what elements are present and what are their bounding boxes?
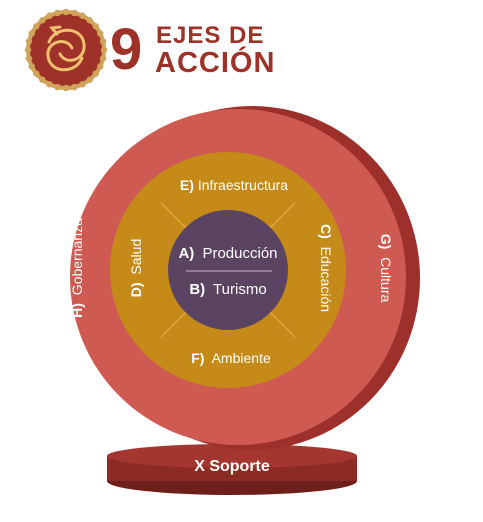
seal-scallop (25, 55, 33, 62)
swirl-icon (46, 25, 86, 72)
letter-g: G) (378, 234, 394, 250)
name-ambiente: Ambiente (212, 350, 271, 366)
logo-badge (24, 8, 108, 92)
seal-scallop (33, 23, 40, 30)
title-line-1: EJES DE (156, 22, 264, 49)
name-cultura: Cultura (378, 257, 394, 302)
letter-c: C) (318, 224, 334, 239)
seal-scallop (54, 9, 61, 17)
seal-scallop (100, 46, 108, 54)
name-turismo: Turismo (213, 281, 267, 298)
seal-scallop (71, 83, 78, 91)
name-salud: Salud (128, 239, 144, 275)
seal-scallop (62, 84, 70, 92)
base-plate (107, 444, 357, 495)
seal-scallop (33, 70, 40, 77)
seal-scallop (28, 63, 35, 70)
seal-scallop (54, 83, 61, 91)
outer-label-h: H) Gobernanza (69, 218, 85, 318)
seal-scallop (46, 12, 53, 19)
middle-label-c: C) Educación (318, 224, 334, 312)
letter-a: A) (178, 245, 194, 262)
seal-scallop (92, 23, 99, 30)
title-number: 9 (110, 17, 142, 82)
letter-b: B) (189, 281, 205, 298)
seal-scallop (79, 81, 86, 88)
seal-scallop (62, 8, 70, 16)
letter-f: F) (191, 350, 204, 366)
seal-scallop (24, 46, 32, 54)
seal-icon (24, 8, 108, 92)
seal-scallop (39, 17, 46, 24)
seal-scallop (25, 38, 33, 45)
seal-scallop (28, 30, 35, 37)
letter-h: H) (69, 303, 85, 318)
seal-scallop (92, 70, 99, 77)
name-educacion: Educación (318, 247, 334, 312)
outer-label-g: G) Cultura (378, 234, 394, 303)
seal-scallop (39, 76, 46, 83)
middle-label-d: D) Salud (128, 239, 144, 297)
middle-label-e: E) Infraestructura (180, 177, 288, 193)
seal-scallop (97, 30, 104, 37)
base-label: X Soporte (194, 458, 270, 475)
seal-scallop (71, 9, 78, 17)
seal-scallop (99, 38, 107, 45)
name-gobernanza: Gobernanza (69, 218, 85, 295)
center-circle (168, 210, 288, 330)
seal-scallop (86, 76, 93, 83)
center-label-bottom: B) Turismo (189, 281, 266, 298)
seal-scallop (46, 81, 53, 88)
seal-scallop (86, 17, 93, 24)
center-label-top: A) Producción (178, 245, 277, 262)
name-infraestructura: Infraestructura (198, 177, 288, 193)
title-line-2: ACCIÓN (155, 45, 275, 79)
seal-scallop (79, 12, 86, 19)
seal-scallop (97, 63, 104, 70)
letter-e: E) (180, 177, 194, 193)
seal-scallop (99, 55, 107, 62)
name-produccion: Producción (202, 245, 277, 262)
middle-label-f: F) Ambiente (191, 350, 271, 366)
letter-d: D) (128, 282, 144, 297)
